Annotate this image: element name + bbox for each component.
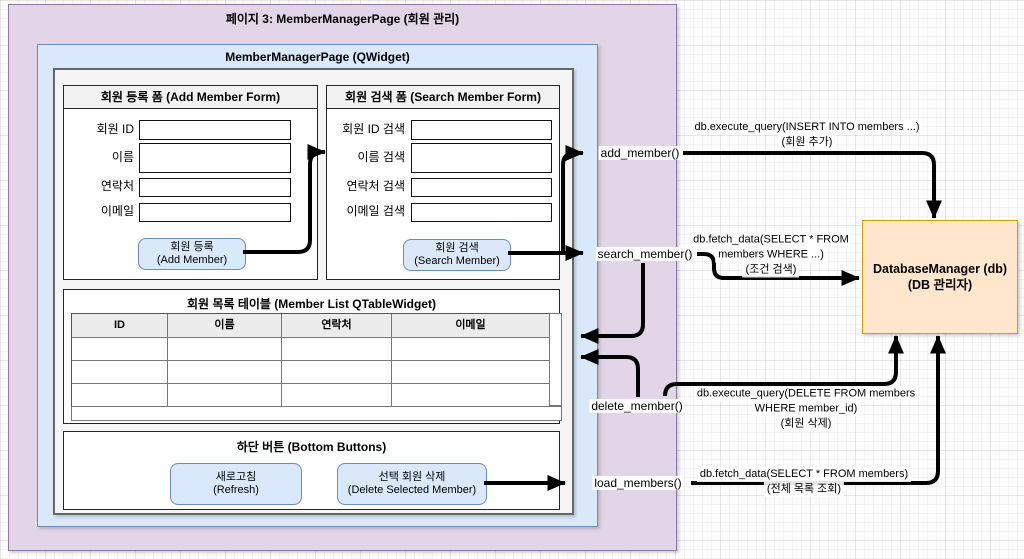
search-form-title: 회원 검색 폼 (Search Member Form) <box>327 86 559 109</box>
search-input-name[interactable] <box>411 143 552 173</box>
refresh-button[interactable]: 새로고침 (Refresh) <box>170 463 302 505</box>
table-header-name: 이름 <box>168 314 282 338</box>
annotation-delete-query: db.execute_query(DELETE FROM members WHE… <box>693 386 919 432</box>
table-header-phone: 연락처 <box>282 314 392 338</box>
method-label-add-member[interactable]: add_member() <box>598 146 682 160</box>
add-form-title: 회원 등록 폼 (Add Member Form) <box>64 86 317 109</box>
search-member-button[interactable]: 회원 검색 (Search Member) <box>403 239 511 271</box>
table-row[interactable] <box>72 338 168 361</box>
add-member-button[interactable]: 회원 등록 (Add Member) <box>138 238 246 270</box>
add-input-name[interactable] <box>139 143 291 173</box>
add-member-form[interactable]: 회원 등록 폼 (Add Member Form) 회원 ID 이름 연락처 이… <box>63 85 318 280</box>
add-field-label-phone: 연락처 <box>100 179 134 193</box>
add-field-label-id: 회원 ID <box>96 122 134 136</box>
table-vertical-scrollbar[interactable] <box>549 313 562 406</box>
table-row[interactable] <box>72 361 168 384</box>
search-field-label-name: 이름 검색 <box>357 150 406 164</box>
table-horizontal-scrollbar[interactable] <box>71 406 562 421</box>
table-title: 회원 목록 테이블 (Member List QTableWidget) <box>187 297 436 311</box>
table-header-email: 이메일 <box>392 314 550 338</box>
add-field-label-email: 이메일 <box>100 204 134 218</box>
search-field-label-phone: 연락처 검색 <box>346 179 405 193</box>
database-manager-box[interactable]: DatabaseManager (db) (DB 관리자) <box>862 220 1018 334</box>
member-list-table-section[interactable]: 회원 목록 테이블 (Member List QTableWidget) ID … <box>63 289 562 424</box>
add-input-id[interactable] <box>139 120 291 140</box>
bottom-buttons-section[interactable]: 하단 버튼 (Bottom Buttons) 새로고침 (Refresh) 선택… <box>63 431 560 510</box>
method-label-delete-member[interactable]: delete_member() <box>589 399 685 413</box>
add-input-phone[interactable] <box>139 178 291 197</box>
search-field-label-email: 이메일 검색 <box>346 204 405 218</box>
search-input-email[interactable] <box>411 203 552 222</box>
table-header-id: ID <box>72 314 168 338</box>
search-field-label-id: 회원 ID 검색 <box>342 122 405 136</box>
search-input-id[interactable] <box>411 120 552 140</box>
widget-title: MemberManagerPage (QWidget) <box>225 50 410 64</box>
add-input-email[interactable] <box>139 203 291 222</box>
method-label-search-member[interactable]: search_member() <box>595 247 695 261</box>
search-input-phone[interactable] <box>411 178 552 197</box>
member-table[interactable]: ID 이름 연락처 이메일 <box>71 313 550 407</box>
delete-selected-button[interactable]: 선택 회원 삭제 (Delete Selected Member) <box>337 463 487 505</box>
page-title: 페이지 3: MemberManagerPage (회원 관리) <box>225 12 460 26</box>
method-label-load-members[interactable]: load_members() <box>592 476 684 490</box>
search-member-form[interactable]: 회원 검색 폼 (Search Member Form) 회원 ID 검색 이름… <box>326 85 560 280</box>
annotation-insert-query: db.execute_query(INSERT INTO members ...… <box>691 120 923 150</box>
annotation-select-where-query: db.fetch_data(SELECT * FROM members WHER… <box>690 232 852 278</box>
arrow-add-member-to-db-top <box>683 151 942 219</box>
add-field-label-name: 이름 <box>111 150 134 164</box>
bottom-buttons-title: 하단 버튼 (Bottom Buttons) <box>236 440 387 454</box>
annotation-select-all-query: db.fetch_data(SELECT * FROM members) (전체… <box>696 467 912 497</box>
table-row[interactable] <box>72 384 168 407</box>
